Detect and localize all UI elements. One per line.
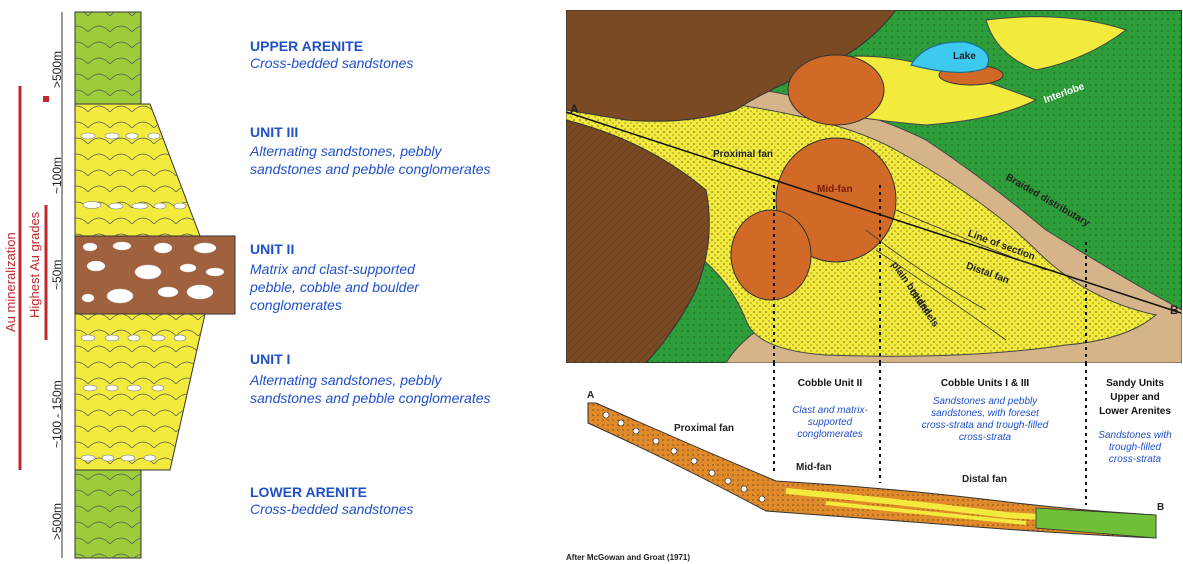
map-label-mid-fan: Mid-fan [817,184,853,195]
map-label-lake: Lake [953,51,976,62]
section-label-a: A [587,390,594,401]
map-label-a: A [570,102,579,116]
alluvial-fan-map [566,10,1182,363]
thickness-label-unit2: ~50m [50,260,64,290]
sandy-units-desc-3: cross-strata [1090,454,1180,466]
cobble-units-1-3-title: Cobble Units I & III [900,378,1070,389]
unit2-desc-2: pebble, cobble and boulder [250,279,419,296]
section-label-mid-fan: Mid-fan [796,462,832,473]
unit3-title: UNIT III [250,124,298,140]
lower-arenite-title: LOWER ARENITE [250,484,367,500]
cobble-unit-2-desc-2: supported [775,417,885,429]
au-mineralization-label: Au mineralization [3,232,18,332]
thickness-label-unit3: ~100m [50,157,64,194]
unit1-title: UNIT I [250,351,290,367]
unit3-desc-1: Alternating sandstones, pebbly [250,143,441,160]
sandy-units-title-3: Lower Arenites [1090,406,1180,417]
unit2-desc-1: Matrix and clast-supported [250,261,415,278]
cobble-units-1-3-desc-4: cross-strata [900,432,1070,444]
unit2-desc-3: conglomerates [250,297,342,314]
cobble-units-1-3-desc-3: cross-strata and trough-filled [900,420,1070,432]
lower-arenite-desc: Cross-bedded sandstones [250,501,413,518]
section-label-b: B [1157,502,1164,513]
unit3-desc-2: sandstones and pebble conglomerates [250,161,491,178]
sandy-units-desc-2: trough-filled [1090,442,1180,454]
upper-arenite-desc: Cross-bedded sandstones [250,55,413,72]
sandy-units-title-2: Upper and [1090,392,1180,403]
sandy-units-title-1: Sandy Units [1090,378,1180,389]
section-label-distal-fan: Distal fan [962,474,1007,485]
cobble-unit-2-title: Cobble Unit II [780,378,880,389]
map-label-b: B [1170,303,1179,317]
cobble-unit-2-desc-1: Clast and matrix- [775,405,885,417]
thickness-label-upper: >500m [50,51,64,88]
cobble-unit-2-desc-3: conglomerates [775,429,885,441]
map-label-proximal-fan: Proximal fan [713,149,773,160]
unit1-desc-2: sandstones and pebble conglomerates [250,390,491,407]
thickness-label-unit1: ~100 - 150m [50,380,64,448]
source-credit: After McGowan and Groat (1971) [566,553,690,562]
thickness-label-lower: >500m [50,503,64,540]
unit2-title: UNIT II [250,241,294,257]
highest-au-grades-label: Highest Au grades [27,212,42,318]
sandy-units-desc-1: Sandstones with [1090,430,1180,442]
cobble-units-1-3-desc-1: Sandstones and pebbly [900,396,1070,408]
unit1-desc-1: Alternating sandstones, pebbly [250,372,441,389]
cobble-units-1-3-desc-2: sandstones, with foreset [900,408,1070,420]
upper-arenite-title: UPPER ARENITE [250,38,363,54]
section-label-proximal-fan: Proximal fan [674,423,734,434]
